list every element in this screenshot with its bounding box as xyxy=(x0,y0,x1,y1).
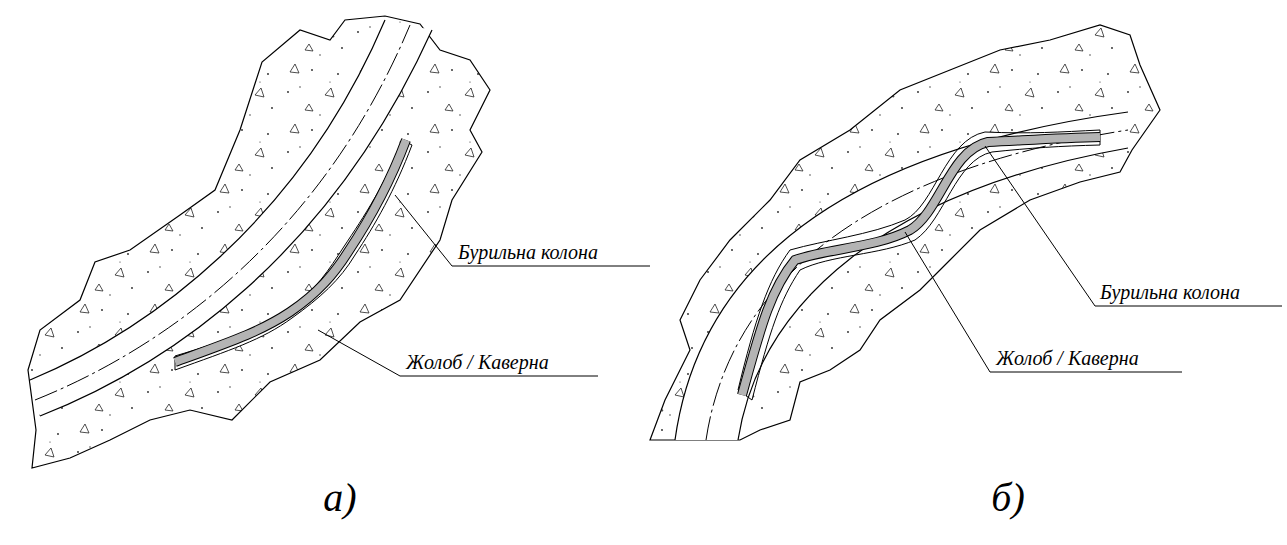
panel-b xyxy=(650,25,1282,440)
groove xyxy=(175,140,412,370)
part-label: Бурильна колона xyxy=(458,241,598,263)
part-label: Жолоб / Каверна xyxy=(406,351,549,373)
borehole xyxy=(30,20,432,416)
borehole-wall xyxy=(30,20,385,380)
part-label: Жолоб / Каверна xyxy=(996,347,1139,369)
leader-line xyxy=(985,146,1282,306)
borehole-wall xyxy=(738,148,1128,440)
rock-mass xyxy=(28,16,490,468)
drill-string xyxy=(175,140,406,362)
leader-line xyxy=(318,330,598,376)
panel-a xyxy=(28,16,650,468)
panel-label: б) xyxy=(991,476,1024,520)
borehole-wall xyxy=(675,112,1128,440)
borehole-wall xyxy=(40,30,432,416)
borehole xyxy=(675,112,1128,440)
drill-string xyxy=(175,140,406,362)
borehole-axis xyxy=(706,130,1128,440)
panel-label: а) xyxy=(323,476,356,520)
leader-line xyxy=(395,195,650,266)
part-label: Бурильна колона xyxy=(1100,281,1240,303)
borehole-axis xyxy=(35,25,410,400)
